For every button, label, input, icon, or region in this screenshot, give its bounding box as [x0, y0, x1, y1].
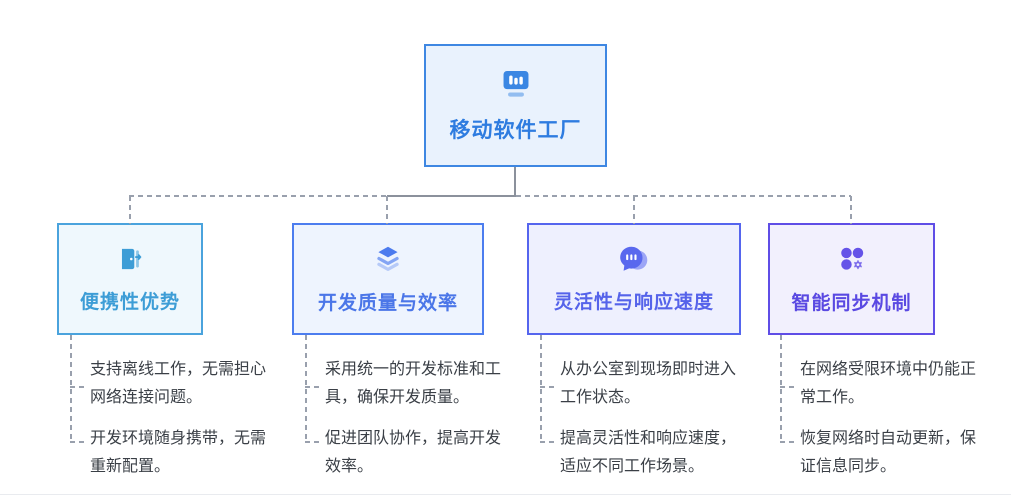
connector-horizontal-dashed-left [129, 195, 387, 197]
connector-sub-vertical-1 [305, 335, 307, 443]
connector-horizontal-dashed-right [516, 195, 851, 197]
bottom-divider [0, 494, 1011, 495]
connector-sub-vertical-0 [70, 335, 72, 443]
bullet-list-flexibility: 从办公室到现场即时进入工作状态。 提高灵活性和响应速度，适应不同工作场景。 [560, 356, 747, 494]
connector-stub [305, 386, 321, 388]
connector-root-vertical [514, 167, 516, 196]
layers-icon [372, 243, 404, 275]
chat-dots-icon [617, 244, 651, 274]
connector-drop-node-1 [386, 196, 388, 224]
node-title: 便携性优势 [79, 292, 180, 313]
bullet-item: 采用统一的开发标准和工具，确保开发质量。 [325, 361, 502, 406]
connector-stub [70, 441, 86, 443]
connector-stub [70, 386, 86, 388]
bullet-item: 在网络受限环境中仍能正常工作。 [800, 361, 977, 406]
connector-stub [780, 386, 796, 388]
connector-stub [540, 386, 556, 388]
node-dev-quality-efficiency[interactable]: 开发质量与效率 [292, 223, 484, 335]
bullet-list-smart-sync: 在网络受限环境中仍能正常工作。 恢复网络时自动更新，保证信息同步。 [800, 356, 987, 494]
bullet-list-portability: 支持离线工作，无需担心网络连接问题。 开发环境随身携带，无需重新配置。 [90, 356, 277, 494]
node-smart-sync[interactable]: 智能同步机制 [768, 223, 935, 335]
connector-stub [540, 441, 556, 443]
bar-chart-monitor-icon [499, 67, 533, 101]
app-grid-gear-icon [836, 243, 868, 275]
bullet-item: 开发环境随身携带，无需重新配置。 [90, 430, 267, 475]
node-flexibility-response[interactable]: 灵活性与响应速度 [527, 223, 741, 335]
connector-sub-vertical-3 [780, 335, 782, 443]
bullet-item: 从办公室到现场即时进入工作状态。 [560, 361, 737, 406]
bullet-item: 提高灵活性和响应速度，适应不同工作场景。 [560, 430, 737, 475]
bullet-item: 恢复网络时自动更新，保证信息同步。 [800, 430, 977, 475]
connector-drop-node-2 [633, 196, 635, 224]
bullet-list-dev-quality: 采用统一的开发标准和工具，确保开发质量。 促进团队协作，提高开发效率。 [325, 356, 512, 494]
connector-drop-node-3 [850, 196, 852, 224]
bullet-item: 促进团队协作，提高开发效率。 [325, 430, 502, 475]
connector-drop-node-0 [129, 196, 131, 224]
node-portability[interactable]: 便携性优势 [57, 223, 203, 335]
connector-stub [780, 441, 796, 443]
root-node-mobile-software-factory[interactable]: 移动软件工厂 [424, 44, 607, 167]
root-node-title: 移动软件工厂 [449, 119, 582, 142]
connector-horizontal-solid [387, 195, 516, 197]
connector-sub-vertical-2 [540, 335, 542, 443]
node-title: 开发质量与效率 [317, 293, 458, 314]
door-open-icon [115, 244, 145, 274]
node-title: 灵活性与响应速度 [553, 292, 714, 313]
bullet-item: 支持离线工作，无需担心网络连接问题。 [90, 361, 267, 406]
node-title: 智能同步机制 [791, 293, 912, 314]
connector-stub [305, 441, 321, 443]
